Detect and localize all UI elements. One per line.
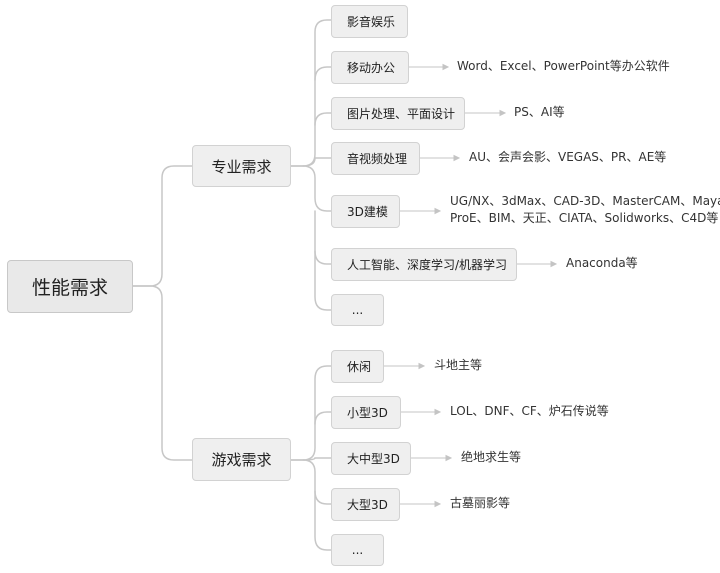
arrow-head-2 [499, 109, 507, 117]
leaf-node[interactable]: 移动办公 [331, 51, 409, 84]
arrow-head-6 [418, 362, 426, 370]
leaf-node[interactable]: 图片处理、平面设计 [331, 97, 465, 130]
arrow-head-7 [434, 408, 442, 416]
leaf-node[interactable]: 大型3D [331, 488, 400, 521]
note-text: 斗地主等 [434, 358, 483, 372]
edge-zhuanye-to-item-5 [290, 165, 332, 212]
edge-zhuanye-to-item-7 [314, 250, 332, 311]
leaf-node[interactable]: 休闲 [331, 350, 384, 383]
arrow-head-9 [434, 500, 442, 508]
note-text: PS、AI等 [514, 105, 565, 119]
arrow-head-5 [550, 260, 558, 268]
leaf-node[interactable]: 影音娱乐 [331, 5, 408, 38]
leaf-node[interactable]: ... [331, 294, 384, 326]
edge-zhuanye-to-item-6 [314, 210, 332, 265]
edge-zhuanye-to-item-2 [314, 66, 332, 81]
arrow-head-3 [453, 154, 461, 162]
leaf-node[interactable]: 小型3D [331, 396, 401, 429]
note-text: Anaconda等 [566, 256, 638, 270]
note-text: 古墓丽影等 [450, 496, 511, 510]
edge-youxi-to-item-4 [290, 459, 332, 505]
edge-root-to-zhuanye [132, 165, 193, 287]
note-text: LOL、DNF、CF、炉石传说等 [450, 404, 609, 418]
note-text: Word、Excel、PowerPoint等办公软件 [457, 59, 670, 73]
arrow-head-4 [434, 207, 442, 215]
note-text: UG/NX、3dMax、CAD-3D、MasterCAM、Maya、 [450, 194, 720, 208]
note-text: AU、会声会影、VEGAS、PR、AE等 [469, 150, 667, 164]
edge-zhuanye-to-item-3 [314, 112, 332, 126]
arrow-head-1 [442, 63, 450, 71]
edge-youxi-to-item-2 [314, 411, 332, 425]
leaf-node[interactable]: ... [331, 534, 384, 566]
branch-node-youxi[interactable]: 游戏需求 [192, 438, 291, 481]
arrow-head-8 [445, 454, 453, 462]
edge-youxi-to-item-5 [314, 490, 332, 551]
note-text: ProE、BIM、天正、CIATA、Solidworks、C4D等 [450, 211, 719, 225]
leaf-node[interactable]: 音视频处理 [331, 142, 420, 175]
note-text: 绝地求生等 [461, 450, 522, 464]
leaf-node[interactable]: 大中型3D [331, 442, 411, 475]
leaf-node[interactable]: 人工智能、深度学习/机器学习 [331, 248, 517, 281]
edge-youxi-to-item-1 [290, 365, 332, 461]
edge-root-to-youxi [132, 285, 193, 461]
edge-zhuanye-to-item-1 [290, 19, 332, 167]
root-node[interactable]: 性能需求 [7, 260, 133, 313]
branch-node-zhuanye[interactable]: 专业需求 [192, 145, 291, 187]
leaf-node[interactable]: 3D建模 [331, 195, 400, 228]
